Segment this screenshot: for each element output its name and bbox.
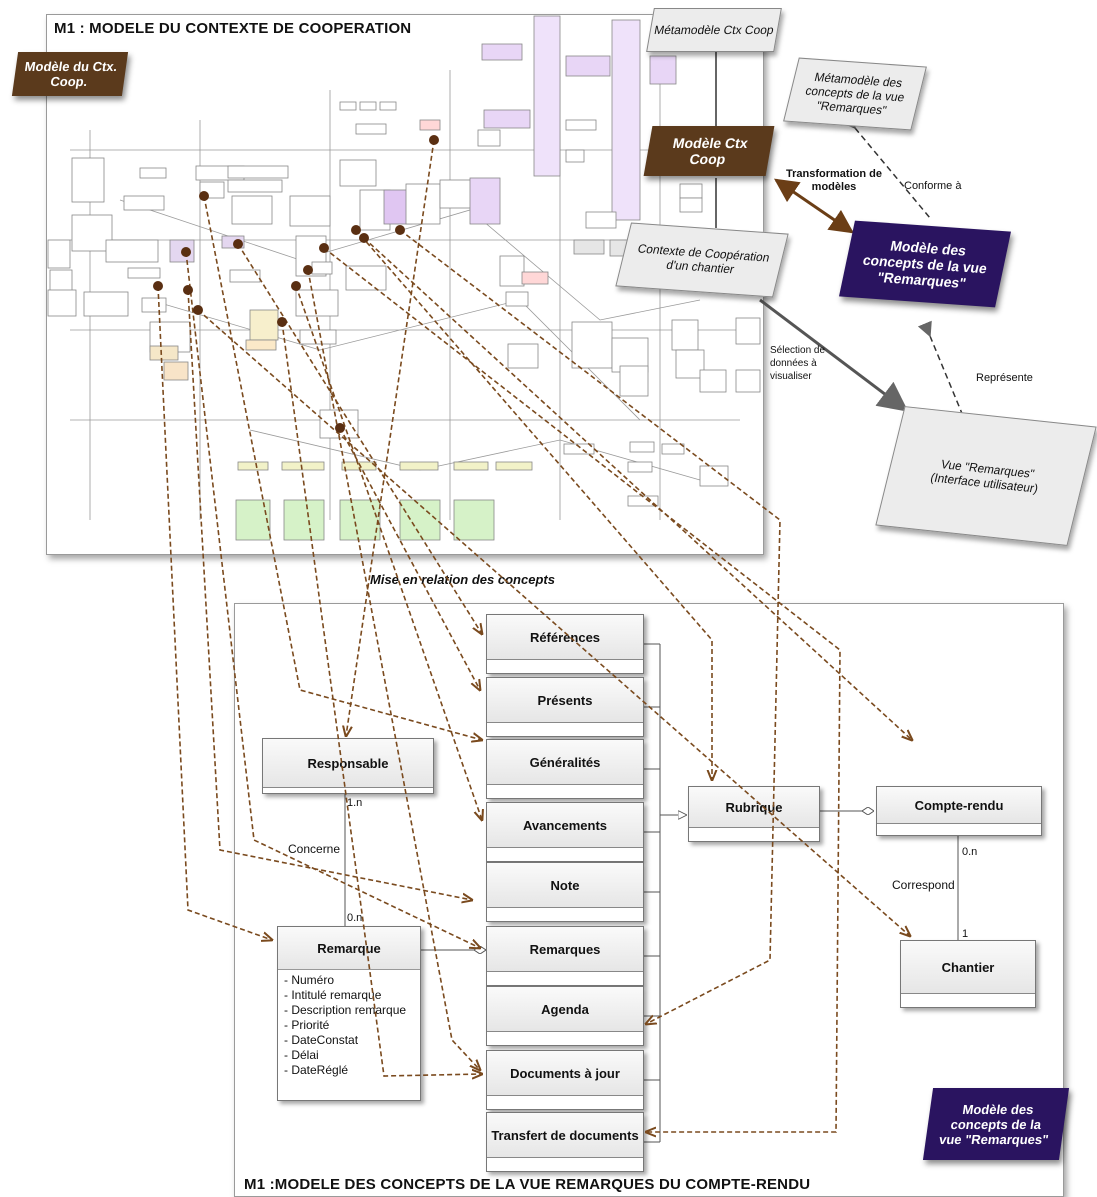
uml-class-rubrique-name: Rubrique: [689, 787, 819, 828]
remarque-attr: - Délai: [284, 1048, 319, 1062]
uml-class-note: Note: [486, 862, 644, 922]
uml-class-avancements-name: Avancements: [487, 803, 643, 848]
uml-class-generalites: Généralités: [486, 739, 644, 799]
correspond-label: Correspond: [892, 878, 955, 892]
mapping-arrow: [355, 229, 712, 780]
mapping-anchor-dot: [359, 233, 369, 243]
represente-label: Représente: [976, 372, 1033, 384]
uml-class-compte-rendu: Compte-rendu: [876, 786, 1042, 836]
conforme-label: Conforme à: [904, 180, 962, 192]
uml-class-remarques: Remarques: [486, 926, 644, 986]
mapping-arrow: [307, 269, 480, 1070]
mapping-anchor-dot: [233, 239, 243, 249]
mapping-arrow: [197, 309, 910, 936]
correspond-mult-bottom: 1: [962, 928, 969, 940]
uml-class-generalites-name: Généralités: [487, 740, 643, 785]
mapping-anchor-dot: [153, 281, 163, 291]
mapping-arrow: [363, 237, 912, 740]
mapping-anchor-dot: [183, 285, 193, 295]
uml-class-avancements: Avancements: [486, 802, 644, 862]
mapping-anchor-dot: [303, 265, 313, 275]
mapping-caption: Mise en relation des concepts: [370, 572, 555, 587]
mapping-arrow: [295, 285, 482, 820]
mapping-anchor-dot: [181, 247, 191, 257]
uml-class-remarque-name: Remarque: [278, 927, 420, 970]
uml-class-presents: Présents: [486, 677, 644, 737]
remarque-attr: - Priorité: [284, 1018, 330, 1032]
uml-class-documents-a-jour: Documents à jour: [486, 1050, 644, 1110]
uml-class-responsable: Responsable: [262, 738, 434, 794]
uml-class-documents-a-jour-name: Documents à jour: [487, 1051, 643, 1096]
uml-class-chantier: Chantier: [900, 940, 1036, 1008]
concerne-mult-top: 1.n: [347, 797, 363, 809]
uml-class-chantier-name: Chantier: [901, 941, 1035, 994]
mapping-arrow: [185, 251, 480, 948]
uml-class-rubrique: Rubrique: [688, 786, 820, 842]
mapping-anchor-dot: [429, 135, 439, 145]
mapping-anchor-dot: [351, 225, 361, 235]
concerne-mult-bottom: 0.n: [347, 912, 363, 924]
uml-class-agenda-name: Agenda: [487, 987, 643, 1032]
concepts-model-title: M1 :MODELE DES CONCEPTS DE LA VUE REMARQ…: [244, 1176, 811, 1193]
concerne-label: Concerne: [288, 842, 341, 856]
mapping-anchor-dot: [319, 243, 329, 253]
uml-class-transfert-documents: Transfert de documents: [486, 1112, 644, 1172]
mapping-arrow: [281, 321, 482, 1076]
remarque-attr: - DateRéglé: [284, 1063, 349, 1077]
uml-class-remarques-name: Remarques: [487, 927, 643, 972]
mapping-arrow: [339, 427, 480, 690]
uml-class-agenda: Agenda: [486, 986, 644, 1046]
uml-class-remarque-attributes: - Numéro - Intitulé remarque - Descripti…: [278, 970, 420, 1081]
mapping-arrow: [399, 229, 781, 1024]
uml-class-references-name: Références: [487, 615, 643, 660]
remarque-attr: - Numéro: [284, 973, 335, 987]
remarque-attr: - Intitulé remarque: [284, 988, 382, 1002]
uml-class-remarque: Remarque - Numéro - Intitulé remarque - …: [277, 926, 421, 1101]
mapping-anchor-dot: [291, 281, 301, 291]
uml-class-responsable-name: Responsable: [263, 739, 433, 788]
uml-class-references: Références: [486, 614, 644, 674]
mapping-arrow: [237, 243, 482, 634]
mapping-anchor-dot: [193, 305, 203, 315]
uml-class-presents-name: Présents: [487, 678, 643, 723]
uml-class-transfert-documents-name: Transfert de documents: [487, 1113, 643, 1158]
mapping-arrow: [157, 285, 272, 940]
mapping-anchor-dot: [277, 317, 287, 327]
mapping-anchor-dot: [335, 423, 345, 433]
mapping-anchor-dot: [199, 191, 209, 201]
mapping-anchor-dot: [395, 225, 405, 235]
selection-label: Sélection de données à visualiser: [770, 345, 826, 382]
mapping-arrow: [346, 139, 435, 736]
uml-class-compte-rendu-name: Compte-rendu: [877, 787, 1041, 824]
transformation-label: Transformation de modèles: [786, 168, 882, 193]
cooperation-context-model-title: M1 : MODELE DU CONTEXTE DE COOPERATION: [54, 20, 412, 37]
mapping-arrow: [203, 195, 482, 740]
mapping-arrow: [323, 247, 841, 1132]
uml-class-note-name: Note: [487, 863, 643, 908]
remarque-attr: - DateConstat: [284, 1033, 359, 1047]
correspond-mult-top: 0.n: [962, 846, 978, 858]
mapping-arrow: [187, 289, 472, 900]
